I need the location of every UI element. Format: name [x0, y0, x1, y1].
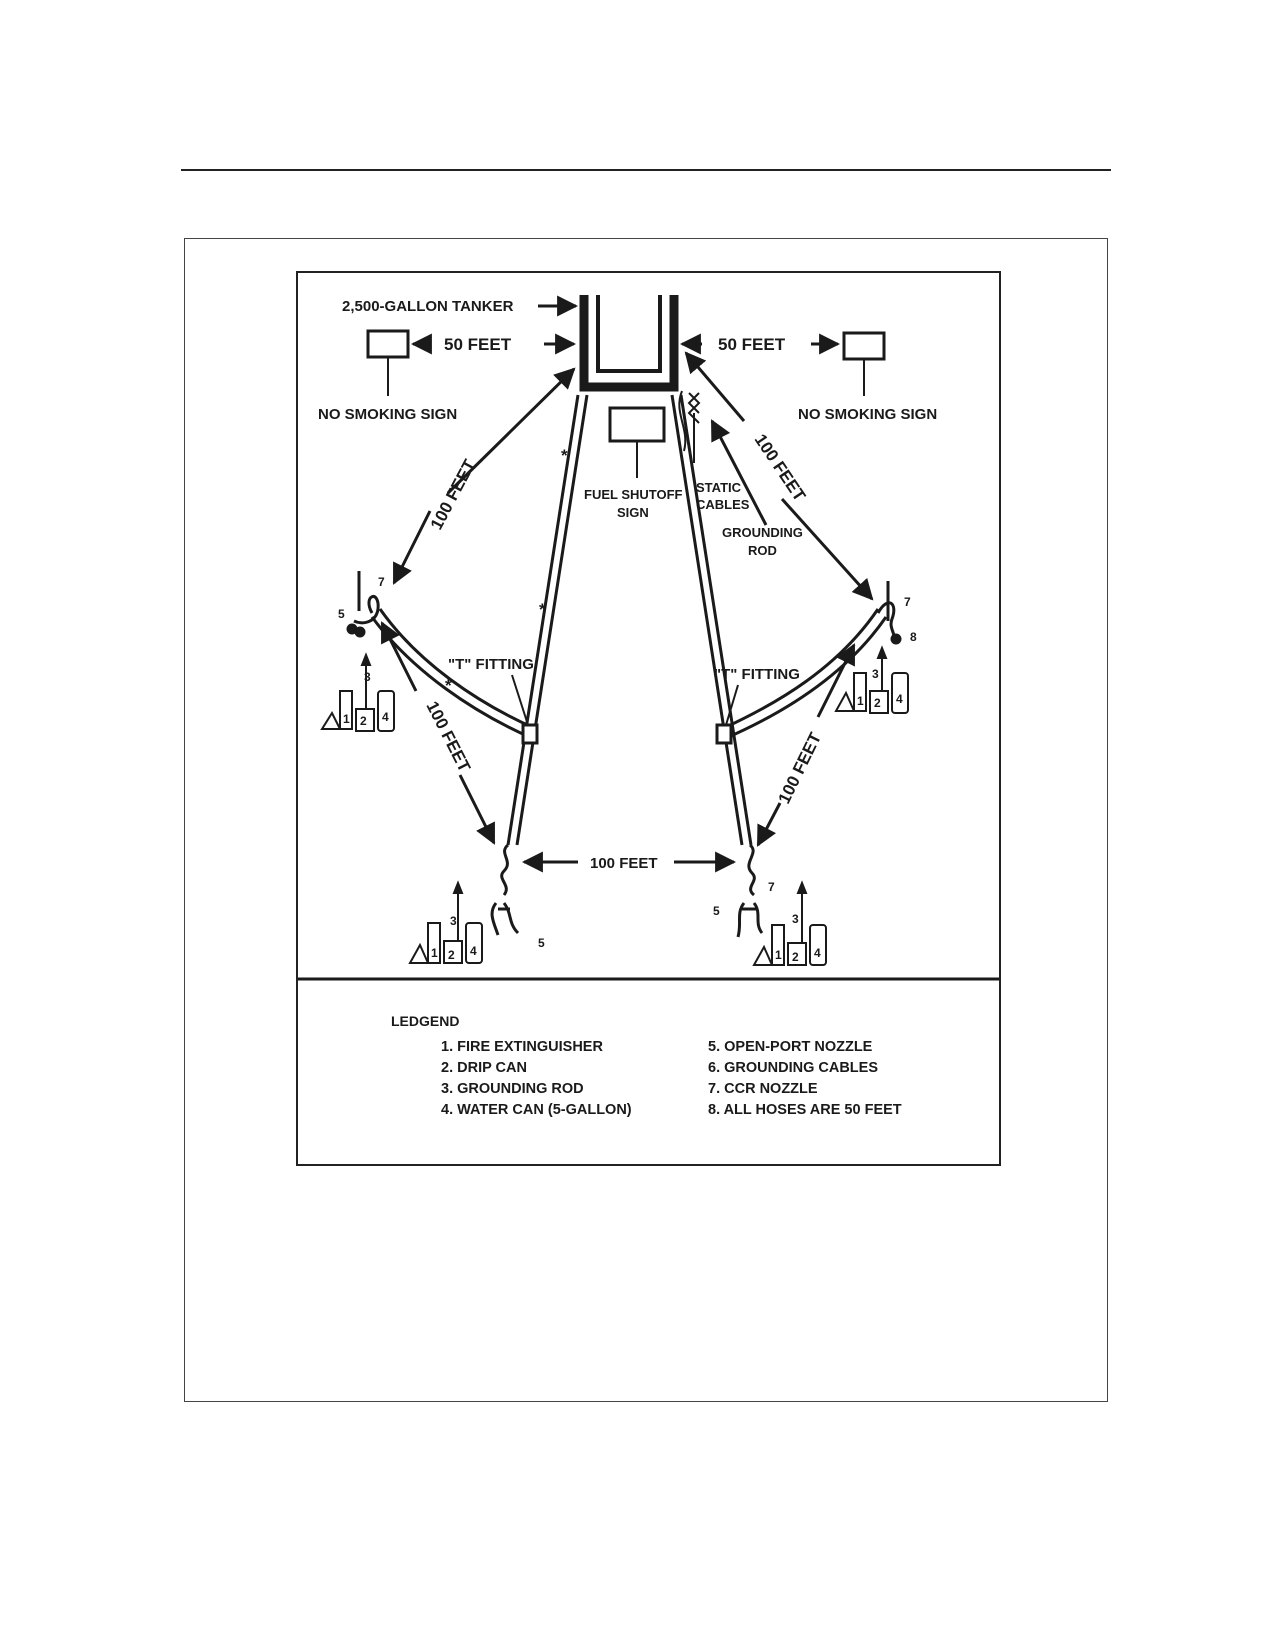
callout-2-right: 2 — [874, 696, 881, 710]
dist-100-lower-right-label: 100 FEET — [775, 729, 826, 807]
dist-100-lower-left-arrow-a — [380, 621, 418, 692]
asterisk-1: * — [561, 446, 568, 465]
t-fitting-left-label: "T" FITTING — [448, 656, 534, 673]
no-smoking-right-label: NO SMOKING SIGN — [798, 406, 937, 423]
callout-2-bottom-left: 2 — [448, 948, 455, 962]
callout-3-bottom-left: 3 — [450, 914, 457, 928]
diagram-frame: 2,500-GALLON TANKER NO SMOKING SIGN NO S… — [296, 271, 1001, 1166]
fuel-shutoff-label-1: FUEL SHUTOFF — [584, 487, 683, 502]
callout-5-bottom-left: 5 — [538, 936, 545, 950]
callout-7-upper-right: 7 — [904, 595, 911, 609]
fuel-shutoff-label-2: SIGN — [617, 505, 649, 520]
fuel-shutoff-sign — [608, 406, 666, 478]
no-smoking-left-label: NO SMOKING SIGN — [318, 406, 457, 423]
callout-4-right: 4 — [896, 692, 903, 706]
callout-2-bottom-right: 2 — [792, 950, 799, 964]
t-fitting-right-label: "T" FITTING — [714, 666, 800, 683]
tanker-label: 2,500-GALLON TANKER — [342, 298, 514, 315]
legend-item: 6. GROUNDING CABLES — [708, 1060, 878, 1076]
legend-item: 5. OPEN-PORT NOZZLE — [708, 1039, 873, 1055]
nozzle-upper-left — [346, 571, 380, 638]
dist-100-upper-right-label: 100 FEET — [751, 431, 810, 506]
nozzle-bottom-left — [490, 843, 520, 936]
callout-7-bottom-right: 7 — [768, 880, 775, 894]
no-smoking-sign-left — [366, 329, 410, 396]
dist-50-left-label: 50 FEET — [444, 335, 512, 354]
grounding-rod-label-2: ROD — [748, 543, 777, 558]
callout-4-bottom-right: 4 — [814, 946, 821, 960]
hose-left-main — [506, 394, 589, 846]
hose-right-branch — [723, 608, 888, 741]
dist-100-lower-right-arrow-b — [756, 802, 782, 847]
legend-item: 2. DRIP CAN — [441, 1060, 527, 1076]
callout-1-left: 1 — [343, 712, 350, 726]
header-rule — [181, 169, 1111, 171]
callout-3-left: 3 — [364, 670, 371, 684]
equipment-group-left — [320, 652, 395, 732]
callout-3-right: 3 — [872, 667, 879, 681]
t-fitting-right-leader — [725, 684, 739, 726]
callout-1-right: 1 — [857, 694, 864, 708]
equipment-group-bottom-left — [408, 880, 483, 964]
fuel-point-layout-diagram: 2,500-GALLON TANKER NO SMOKING SIGN NO S… — [298, 295, 999, 981]
no-smoking-sign-right — [842, 331, 886, 396]
static-cables-label-1: STATIC — [696, 480, 742, 495]
callout-2-left: 2 — [360, 714, 367, 728]
dist-100-upper-left-arrow-a — [446, 367, 576, 495]
legend-item: 8. ALL HOSES ARE 50 FEET — [708, 1102, 902, 1118]
legend-title: LEDGEND — [391, 1013, 460, 1029]
callout-5-bottom-right: 5 — [713, 904, 720, 918]
legend-item: 4. WATER CAN (5-GALLON) — [441, 1102, 632, 1118]
nozzle-bottom-right — [736, 843, 764, 938]
dist-100-upper-right-arrow-b — [780, 497, 874, 601]
dist-100-lower-left-arrow-b — [458, 774, 496, 845]
callout-7-upper-left: 7 — [378, 575, 385, 589]
dist-50-right-label: 50 FEET — [718, 335, 786, 354]
callout-4-bottom-left: 4 — [470, 944, 477, 958]
asterisk-3: * — [445, 676, 452, 695]
t-fitting-left — [521, 723, 539, 745]
hose-left-branch — [370, 608, 535, 741]
static-cables-label-2: CABLES — [696, 497, 750, 512]
equipment-group-right — [834, 645, 909, 714]
tanker — [579, 295, 679, 392]
callout-3-bottom-right: 3 — [792, 912, 799, 926]
asterisk-2: * — [539, 600, 546, 619]
callout-5-upper-left: 5 — [338, 607, 345, 621]
t-fitting-left-leader — [511, 674, 529, 726]
dist-100-upper-left-label: 100 FEET — [427, 456, 480, 533]
callout-1-bottom-left: 1 — [431, 946, 438, 960]
legend-item: 1. FIRE EXTINGUISHER — [441, 1039, 603, 1055]
legend-right-column: 5. OPEN-PORT NOZZLE 6. GROUNDING CABLES … — [708, 1037, 902, 1121]
callout-4-left: 4 — [382, 710, 389, 724]
equipment-group-bottom-right — [752, 880, 827, 966]
dist-100-bottom-label: 100 FEET — [590, 855, 658, 872]
nozzle-upper-right — [876, 581, 902, 645]
dist-100-lower-right-arrow-a — [816, 643, 856, 718]
figure-frame — [184, 238, 1108, 1402]
grounding-rod-arrow — [710, 419, 768, 526]
legend-item: 7. CCR NOZZLE — [708, 1081, 818, 1097]
dist-100-upper-left-arrow-b — [392, 510, 432, 585]
dist-100-lower-left-label: 100 FEET — [422, 698, 474, 775]
hose-right-main — [670, 394, 753, 846]
dist-100-upper-right-arrow-a — [684, 351, 746, 422]
callout-8-right: 8 — [910, 630, 917, 644]
legend-item: 3. GROUNDING ROD — [441, 1081, 584, 1097]
callout-1-bottom-right: 1 — [775, 948, 782, 962]
legend-left-column: 1. FIRE EXTINGUISHER 2. DRIP CAN 3. GROU… — [441, 1037, 632, 1121]
grounding-rod-label-1: GROUNDING — [722, 525, 803, 540]
t-fitting-right — [715, 723, 733, 745]
